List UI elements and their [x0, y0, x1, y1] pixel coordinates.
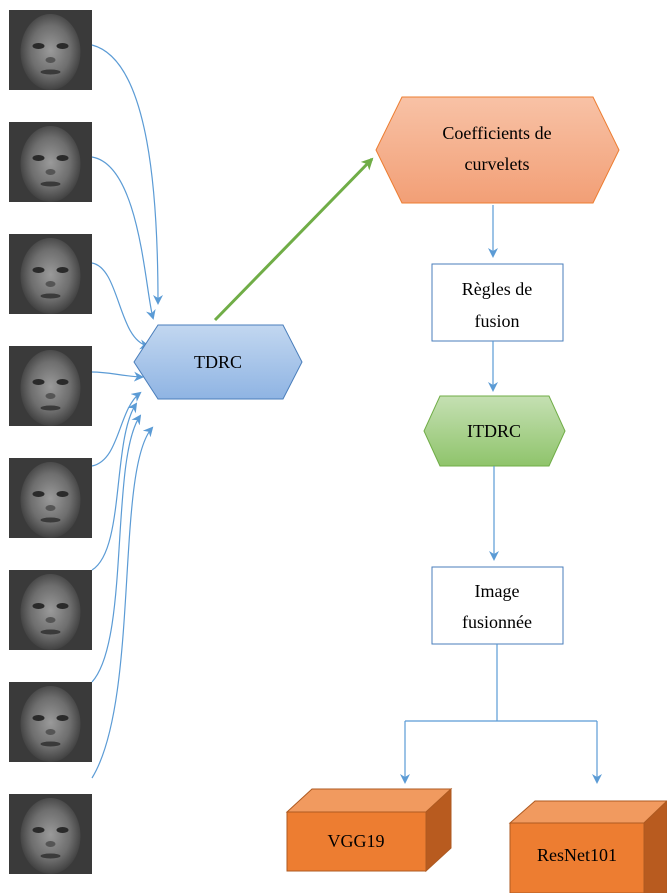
- face-image-5: [9, 458, 92, 538]
- vgg19-node: VGG19: [285, 787, 453, 873]
- face-eye: [56, 715, 69, 721]
- connector-face-7: [91, 414, 142, 683]
- face-eye: [32, 715, 45, 721]
- face-mouth: [40, 69, 61, 75]
- face-eye: [56, 603, 69, 609]
- itdrc-shape: [423, 395, 566, 467]
- face-eye: [32, 379, 45, 385]
- face-nose: [45, 729, 56, 735]
- resnet101-node: ResNet101: [508, 800, 667, 893]
- curvelets-label-line1: Coefficients de: [442, 123, 551, 143]
- resnet101-label: ResNet101: [537, 845, 617, 865]
- face-head: [20, 462, 81, 538]
- face-image-8: [9, 794, 92, 874]
- face-head: [20, 686, 81, 762]
- face-image-4: [9, 346, 92, 426]
- image-fusionnee-shape: [431, 566, 564, 645]
- face-image-6: [9, 570, 92, 650]
- face-eye: [32, 827, 45, 833]
- tdrc-shape: [133, 324, 303, 400]
- face-image-3: [9, 234, 92, 314]
- tdrc-label: TDRC: [194, 352, 242, 372]
- face-nose: [45, 393, 56, 399]
- face-image-2: [9, 122, 92, 202]
- face-mouth: [40, 293, 61, 299]
- face-image-1: [9, 10, 92, 90]
- connector-face-6: [91, 402, 138, 571]
- itdrc-label: ITDRC: [467, 421, 521, 441]
- face-head: [20, 350, 81, 426]
- connector-face-3: [91, 262, 150, 350]
- face-images-column: [9, 10, 92, 874]
- face-head: [20, 126, 81, 202]
- face-head: [20, 238, 81, 314]
- face-nose: [45, 505, 56, 511]
- face-to-tdrc-connectors: [91, 44, 163, 779]
- regles-label-line1: Règles de: [462, 279, 532, 299]
- vgg19-label: VGG19: [328, 831, 385, 851]
- image-fusionnee-label-line1: Image: [475, 581, 520, 601]
- face-nose: [45, 617, 56, 623]
- face-eye: [56, 267, 69, 273]
- vgg19-top-face: [285, 788, 453, 813]
- itdrc-node: ITDRC: [423, 395, 566, 467]
- face-eye: [32, 491, 45, 497]
- regles-shape: [431, 263, 564, 342]
- regles-label-line2: fusion: [475, 311, 520, 331]
- face-eye: [56, 155, 69, 161]
- face-mouth: [40, 517, 61, 523]
- resnet101-front-face: [509, 822, 645, 893]
- connector-face-5: [91, 391, 142, 467]
- face-eye: [56, 379, 69, 385]
- curvelets-node: Coefficients de curvelets: [375, 96, 620, 204]
- curvelets-shape: [375, 96, 620, 204]
- face-eye: [56, 43, 69, 49]
- image-fusionnee-node: Image fusionnée: [431, 566, 564, 645]
- face-mouth: [40, 181, 61, 187]
- tdrc-node: TDRC: [133, 324, 303, 400]
- face-eye: [56, 491, 69, 497]
- face-mouth: [40, 405, 61, 411]
- face-mouth: [40, 853, 61, 859]
- face-eye: [32, 43, 45, 49]
- face-mouth: [40, 741, 61, 747]
- resnet101-top-face: [508, 800, 667, 824]
- face-image-7: [9, 682, 92, 762]
- connector-face-1: [91, 44, 163, 305]
- regles-node: Règles de fusion: [431, 263, 564, 342]
- face-mouth: [40, 629, 61, 635]
- face-head: [20, 14, 81, 90]
- face-eye: [32, 267, 45, 273]
- connector-face-2: [91, 156, 156, 320]
- face-head: [20, 574, 81, 650]
- face-nose: [45, 169, 56, 175]
- face-nose: [45, 841, 56, 847]
- tdrc-to-curvelets-arrow: [213, 157, 374, 322]
- connector-face-4: [91, 371, 144, 382]
- branch-connectors: [400, 644, 602, 784]
- vgg19-front-face: [286, 811, 427, 872]
- connector-face-8: [91, 426, 154, 779]
- face-head: [20, 798, 81, 874]
- face-eye: [56, 827, 69, 833]
- face-nose: [45, 281, 56, 287]
- curvelets-label-line2: curvelets: [465, 154, 530, 174]
- face-eye: [32, 603, 45, 609]
- face-nose: [45, 57, 56, 63]
- face-eye: [32, 155, 45, 161]
- image-fusionnee-label-line2: fusionnée: [462, 612, 532, 632]
